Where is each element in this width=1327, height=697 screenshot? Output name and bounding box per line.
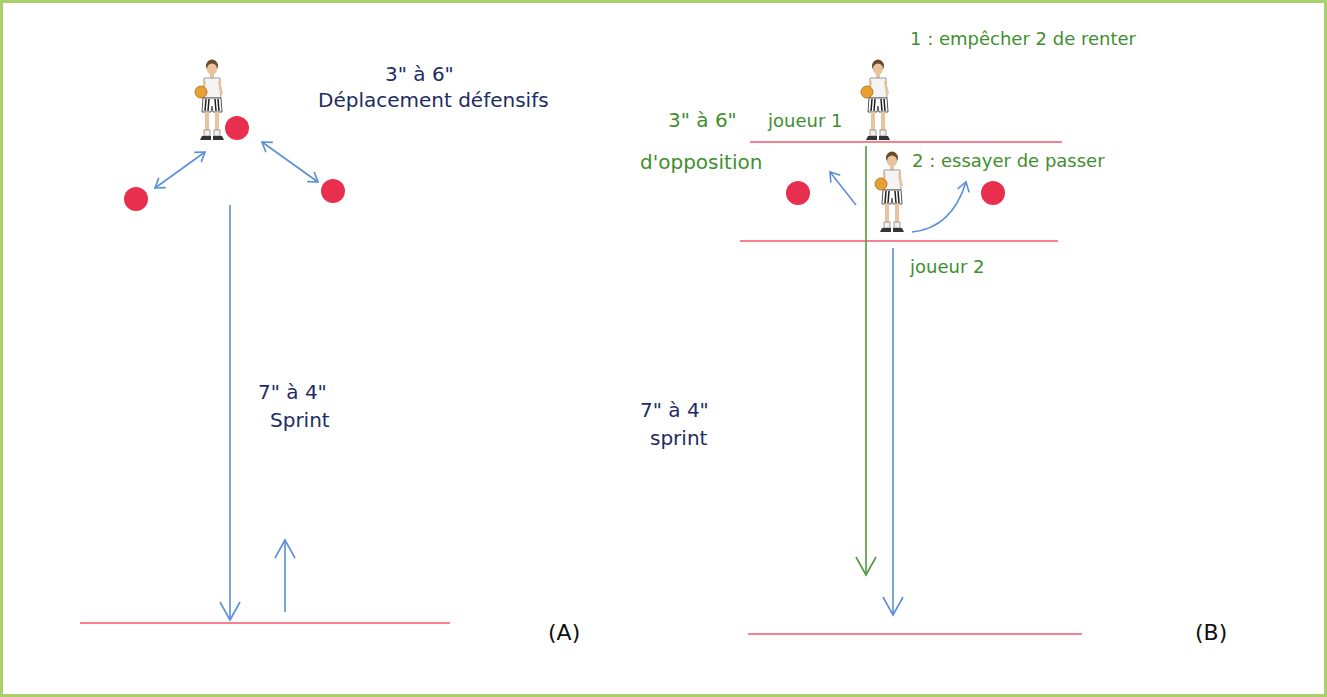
duration-label: 7" à 4" [258, 380, 327, 404]
instruction-label: 1 : empêcher 2 de renter [910, 28, 1136, 50]
duration-label: 7" à 4" [640, 398, 709, 422]
exercise-label: sprint [650, 426, 707, 450]
panel-tag: (A) [548, 620, 580, 646]
exercise-label: Déplacement défensifs [318, 88, 549, 112]
exercise-label: Sprint [270, 408, 330, 432]
exercise-label: d'opposition [640, 150, 762, 174]
duration-label: 3" à 6" [385, 62, 454, 86]
panel-tag: (B) [1195, 620, 1227, 646]
instruction-label: 2 : essayer de passer [912, 150, 1105, 172]
player-label: joueur 1 [768, 110, 842, 132]
player-label: joueur 2 [910, 256, 984, 278]
duration-label: 3" à 6" [668, 108, 737, 132]
